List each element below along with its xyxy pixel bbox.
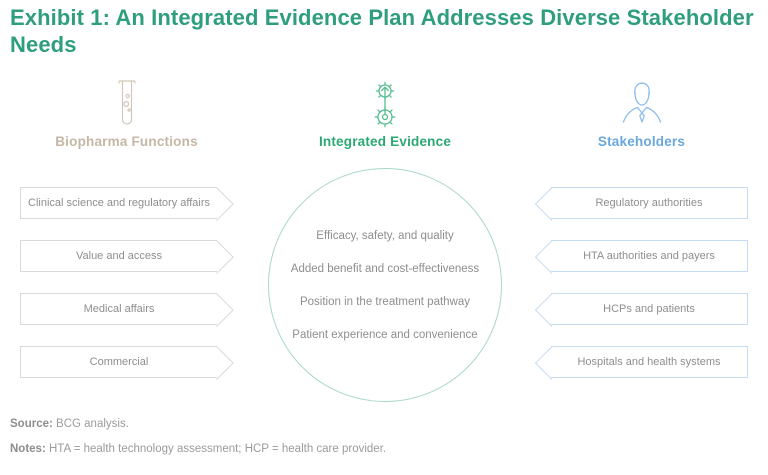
source-text: BCG analysis. (56, 418, 129, 430)
notes-line: Notes: HTA = health technology assessmen… (10, 437, 386, 462)
function-box-label: Commercial (89, 356, 149, 368)
stakeholder-box-hta-payers: HTA authorities and payers (551, 240, 748, 272)
column-stakeholders: Stakeholders (535, 78, 748, 149)
stakeholder-box-label: Hospitals and health systems (577, 356, 721, 368)
biopharma-functions-header: Biopharma Functions (55, 134, 198, 149)
notes-label: Notes: (10, 443, 46, 455)
stakeholder-box-label: Regulatory authorities (595, 197, 703, 209)
function-box-label: Medical affairs (83, 303, 155, 315)
test-tube-icon (20, 78, 233, 132)
stakeholder-box-label: HCPs and patients (603, 303, 695, 315)
evidence-item-treatment-pathway: Position in the treatment pathway (299, 295, 471, 308)
page-title: Exhibit 1: An Integrated Evidence Plan A… (10, 4, 754, 58)
person-icon (535, 78, 748, 132)
stakeholders-header: Stakeholders (597, 134, 686, 149)
source-line: Source: BCG analysis. (10, 412, 386, 437)
function-box-commercial: Commercial (20, 346, 217, 378)
integrated-evidence-circle: Efficacy, safety, and quality Added bene… (268, 168, 502, 402)
footer-notes: Source: BCG analysis. Notes: HTA = healt… (10, 412, 386, 462)
stakeholder-box-label: HTA authorities and payers (583, 250, 715, 262)
integrated-evidence-header: Integrated Evidence (318, 134, 452, 149)
stakeholder-box-hospitals: Hospitals and health systems (551, 346, 748, 378)
page-title-line1: Exhibit 1: An Integrated Evidence Plan A… (10, 5, 754, 30)
column-biopharma-functions: Biopharma Functions (20, 78, 233, 149)
stakeholder-box-hcps-patients: HCPs and patients (551, 293, 748, 325)
stakeholder-box-regulatory: Regulatory authorities (551, 187, 748, 219)
source-label: Source: (10, 418, 53, 430)
notes-text: HTA = health technology assessment; HCP … (48, 443, 387, 455)
function-box-clinical-science: Clinical science and regulatory affairs (20, 187, 217, 219)
function-box-label: Clinical science and regulatory affairs (28, 197, 210, 209)
column-integrated-evidence: Integrated Evidence (268, 78, 502, 149)
function-box-medical-affairs: Medical affairs (20, 293, 217, 325)
evidence-item-efficacy: Efficacy, safety, and quality (316, 229, 454, 242)
evidence-item-added-benefit: Added benefit and cost-effectiveness (290, 262, 480, 275)
biopharma-function-list: Clinical science and regulatory affairs … (20, 187, 217, 399)
page-title-line2: Needs (10, 32, 77, 57)
function-box-label: Value and access (75, 250, 163, 262)
function-box-value-access: Value and access (20, 240, 217, 272)
gears-arrow-icon (268, 78, 502, 132)
stakeholder-list: Regulatory authorities HTA authorities a… (551, 187, 748, 399)
evidence-item-patient-experience: Patient experience and convenience (292, 328, 478, 341)
